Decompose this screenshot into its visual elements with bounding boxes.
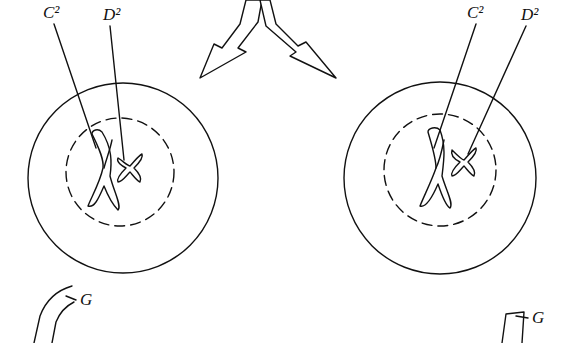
- chromosome: [118, 154, 143, 182]
- structure-label: G: [531, 309, 545, 326]
- chromosome-label: D²: [102, 6, 121, 23]
- leader-line: [516, 316, 528, 318]
- cell-membrane: [28, 83, 218, 273]
- chromosome: [420, 128, 451, 208]
- chromosome: [452, 148, 477, 176]
- leader-line: [468, 26, 526, 154]
- split-arrow: [200, 0, 262, 78]
- cell-process: [34, 286, 74, 343]
- chromosome-label: C²: [42, 4, 60, 21]
- nucleus-outline: [66, 118, 174, 226]
- chromosome: [88, 130, 119, 210]
- leader-line: [66, 296, 76, 300]
- leader-line: [54, 24, 96, 148]
- chromosome-label: C²: [466, 4, 484, 21]
- structure-label: G: [79, 291, 93, 308]
- leader-line: [110, 26, 124, 160]
- cell-membrane: [344, 82, 536, 274]
- chromosome-label: D²: [520, 6, 539, 23]
- split-arrow: [260, 0, 336, 78]
- leader-line: [434, 24, 476, 148]
